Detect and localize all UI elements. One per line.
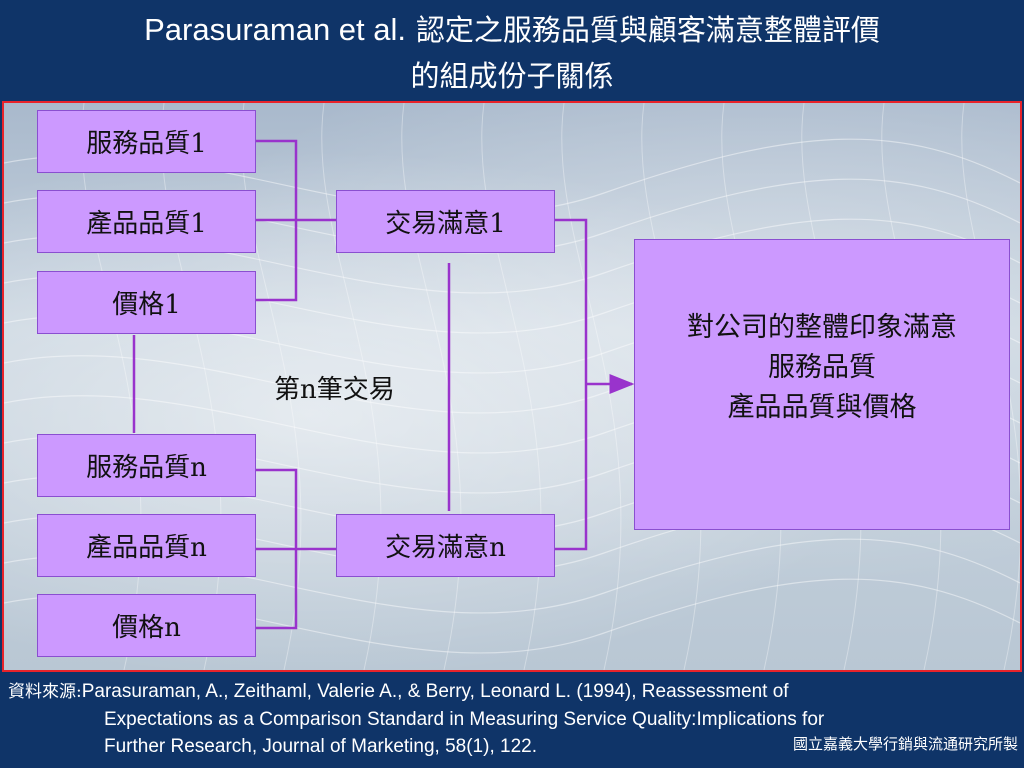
citation: 資料來源:Parasuraman, A., Zeithaml, Valerie … [8, 678, 1008, 760]
citation-prefix: 資料來源: [8, 682, 82, 702]
page-title-latin: Parasuraman et al. [144, 12, 407, 47]
overall-line1: 對公司的整體印象滿意 [687, 312, 957, 343]
box-price-n: 價格n [37, 594, 256, 657]
citation-line1: Parasuraman, A., Zeithaml, Valerie A., &… [81, 681, 789, 702]
box-service-quality-1: 服務品質1 [37, 110, 256, 173]
title-bar: Parasuraman et al. 認定之服務品質與顧客滿意整體評價 的組成份… [0, 0, 1024, 100]
page-title-cjk: 認定之服務品質與顧客滿意整體評價 [415, 13, 880, 47]
box-satisfaction-1: 交易滿意1 [336, 190, 555, 253]
box-price-1: 價格1 [37, 271, 256, 334]
page-title: Parasuraman et al. 認定之服務品質與顧客滿意整體評價 [0, 8, 1024, 52]
box-product-quality-1: 產品品質1 [37, 190, 256, 253]
overall-line3: 產品品質與價格 [727, 392, 917, 423]
citation-line2: Expectations as a Comparison Standard in… [104, 709, 825, 730]
box-overall-satisfaction: 對公司的整體印象滿意 服務品質 產品品質與價格 [634, 239, 1010, 530]
diagram-frame: 服務品質1 產品品質1 價格1 交易滿意1 服務品質n 產品品質n 價格n 交易… [2, 101, 1022, 672]
citation-line3: Further Research, Journal of Marketing, … [104, 736, 537, 757]
box-product-quality-n: 產品品質n [37, 514, 256, 577]
iteration-label: 第n筆交易 [274, 375, 395, 405]
overall-line2: 服務品質 [768, 352, 876, 383]
footer-organization: 國立嘉義大學行銷與流通研究所製 [792, 735, 1018, 753]
box-satisfaction-n: 交易滿意n [336, 514, 555, 577]
box-service-quality-n: 服務品質n [37, 434, 256, 497]
page-title-line2: 的組成份子關係 [410, 59, 614, 93]
